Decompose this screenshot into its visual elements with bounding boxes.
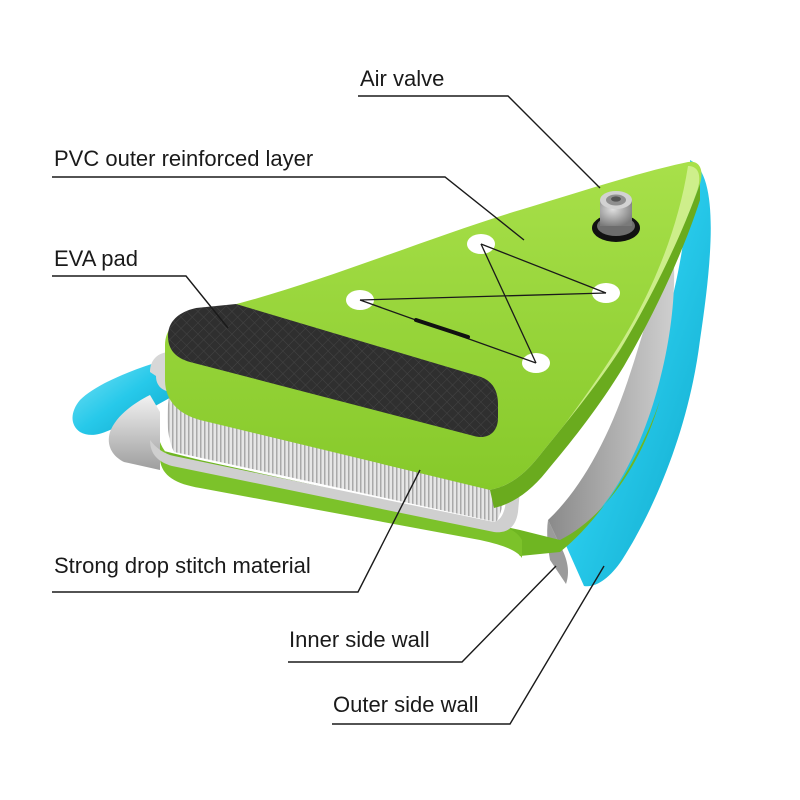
deck-handle bbox=[414, 318, 470, 339]
leader-air-valve bbox=[358, 95, 601, 189]
air-valve-icon bbox=[592, 191, 640, 242]
label-drop-stitch: Strong drop stitch material bbox=[54, 553, 311, 578]
label-outer-wall: Outer side wall bbox=[333, 692, 479, 717]
label-pvc-layer: PVC outer reinforced layer bbox=[54, 146, 314, 171]
core-wrap-lower bbox=[150, 440, 520, 533]
outer-side-wall-left bbox=[72, 360, 175, 435]
leader-drop-stitch bbox=[52, 469, 421, 593]
eva-pad bbox=[168, 304, 498, 438]
label-inner-wall: Inner side wall bbox=[289, 627, 430, 652]
leader-lines bbox=[52, 95, 605, 725]
deck-rim-highlight bbox=[540, 166, 700, 458]
leader-pvc-layer bbox=[52, 176, 525, 241]
leader-inner-wall bbox=[288, 565, 557, 663]
label-eva-pad: EVA pad bbox=[54, 246, 138, 271]
label-air-valve: Air valve bbox=[360, 66, 445, 91]
leader-outer-wall bbox=[332, 565, 605, 725]
inner-side-wall-left bbox=[108, 395, 160, 470]
leader-eva-pad bbox=[52, 275, 229, 329]
